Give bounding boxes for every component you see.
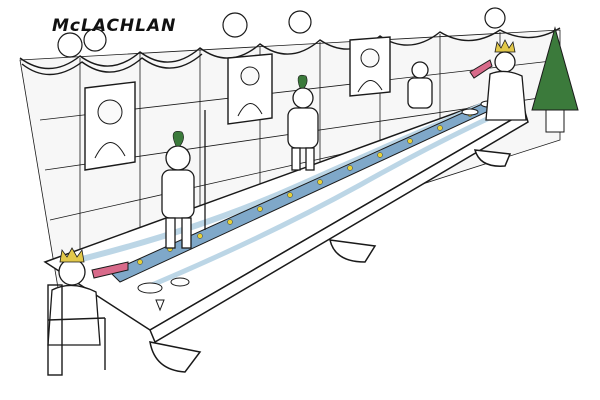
christmas-tree-icon [531, 26, 579, 133]
table-legs [149, 149, 512, 373]
balloon-icon [57, 7, 506, 58]
artist-signature: McLACHLAN [52, 16, 177, 36]
party-horn-icon [91, 59, 493, 279]
garland-decoration [19, 27, 561, 76]
crown-icon [59, 39, 516, 263]
queen-figure [485, 51, 527, 121]
knight-plumes [172, 74, 308, 147]
portrait-faces [94, 48, 383, 159]
knight-armor-icon [161, 61, 433, 249]
chair-icon [47, 284, 106, 376]
king-figure [47, 258, 101, 346]
portrait-frame-icon [84, 36, 391, 171]
